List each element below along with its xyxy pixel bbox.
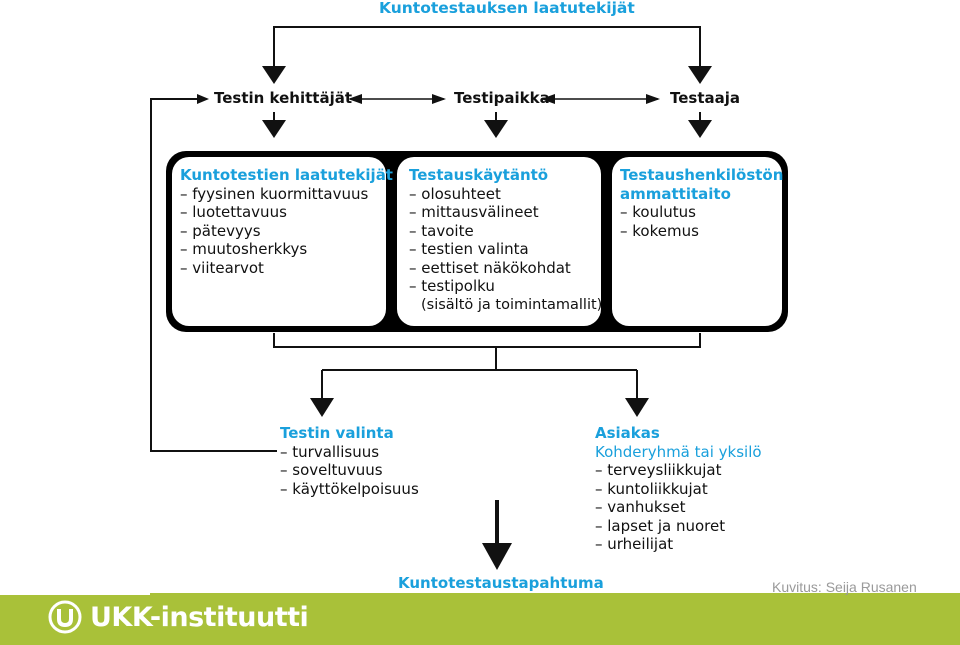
test-selection-block: Testin valinta – turvallisuus – soveltuv… bbox=[280, 424, 419, 498]
list-item: – viitearvot bbox=[180, 258, 264, 277]
arrowhead-left-loc bbox=[541, 94, 555, 104]
footer-edge bbox=[0, 593, 150, 595]
arrowhead-loop bbox=[197, 94, 209, 104]
test-selection-title: Testin valinta bbox=[280, 424, 394, 442]
list-item: – fyysinen kuormittavuus bbox=[180, 184, 369, 203]
box-practice-bg bbox=[397, 157, 601, 326]
box-staff-competence: Testaushenkilöstön ammattitaito – koulut… bbox=[620, 166, 784, 240]
list-item: – eettiset näkökohdat bbox=[409, 258, 571, 277]
box-testing-practice: Testauskäytäntö – olosuhteet – mittausvä… bbox=[409, 166, 602, 314]
list-item: – turvallisuus bbox=[280, 442, 380, 461]
arrowhead-event bbox=[482, 543, 512, 570]
arrowhead-test-selection bbox=[310, 398, 334, 417]
feedback-loop-line bbox=[150, 98, 277, 452]
bottom-bracket-line bbox=[273, 333, 701, 348]
arrowhead-box2 bbox=[484, 120, 508, 138]
arrowhead-developers bbox=[262, 66, 286, 84]
node-developers: Testin kehittäjät bbox=[214, 89, 353, 107]
client-subtitle: Kohderyhmä tai yksilö bbox=[595, 442, 762, 461]
arrowhead-left-dev bbox=[348, 94, 362, 104]
ukk-logo: U UKK-instituutti bbox=[48, 600, 309, 634]
image-credit: Kuvitus: Seija Rusanen bbox=[772, 579, 917, 595]
client-block: Asiakas Kohderyhmä tai yksilö – terveysl… bbox=[595, 424, 762, 554]
list-item: – käyttökelpoisuus bbox=[280, 479, 419, 498]
arrowhead-box3 bbox=[688, 120, 712, 138]
top-bracket-line bbox=[273, 26, 701, 66]
box-staff-bg bbox=[612, 157, 782, 326]
list-item: – testien valinta bbox=[409, 240, 529, 258]
list-item: – pätevyys bbox=[180, 221, 261, 240]
client-title: Asiakas bbox=[595, 424, 660, 442]
list-item: – urheilijat bbox=[595, 535, 674, 553]
arrowhead-box1 bbox=[262, 120, 286, 138]
box-quality-factors: Kuntotestien laatutekijät – fyysinen kuo… bbox=[180, 166, 393, 277]
list-item: – vanhukset bbox=[595, 498, 686, 516]
box-staff-title: Testaushenkilöstön ammattitaito bbox=[620, 166, 784, 203]
node-tester: Testaaja bbox=[670, 89, 741, 107]
list-item: – terveysliikkujat bbox=[595, 461, 722, 479]
list-item: – muutosherkkys bbox=[180, 240, 308, 258]
ukk-logo-text: UKK-instituutti bbox=[90, 601, 309, 633]
list-item: – koulutus bbox=[620, 203, 696, 221]
arrowhead-right-tester bbox=[646, 94, 660, 104]
box-practice-title: Testauskäytäntö bbox=[409, 166, 549, 184]
footer-band bbox=[0, 593, 960, 645]
event-title: Kuntotestaustapahtuma bbox=[398, 574, 604, 592]
box-quality-title: Kuntotestien laatutekijät bbox=[180, 166, 393, 184]
ukk-logo-icon: U bbox=[48, 600, 82, 634]
box-quality-bg bbox=[172, 157, 386, 326]
list-item: – luotettavuus bbox=[180, 203, 287, 221]
list-item: – kuntoliikkujat bbox=[595, 479, 708, 498]
arrowhead-client bbox=[625, 398, 649, 417]
list-item: (sisältö ja toimintamallit) bbox=[421, 296, 603, 313]
arrowhead-right-loc bbox=[432, 94, 446, 104]
arrowhead-tester bbox=[688, 66, 712, 84]
list-item: – testipolku bbox=[409, 277, 495, 295]
node-location: Testipaikka bbox=[454, 89, 550, 107]
list-item: – kokemus bbox=[620, 221, 699, 240]
list-item: – soveltuvuus bbox=[280, 461, 383, 479]
list-item: – mittausvälineet bbox=[409, 203, 539, 221]
list-item: – lapset ja nuoret bbox=[595, 516, 726, 535]
list-item: – olosuhteet bbox=[409, 184, 501, 203]
list-item: – tavoite bbox=[409, 221, 474, 240]
diagram-title: Kuntotestauksen laatutekijät bbox=[379, 0, 635, 17]
